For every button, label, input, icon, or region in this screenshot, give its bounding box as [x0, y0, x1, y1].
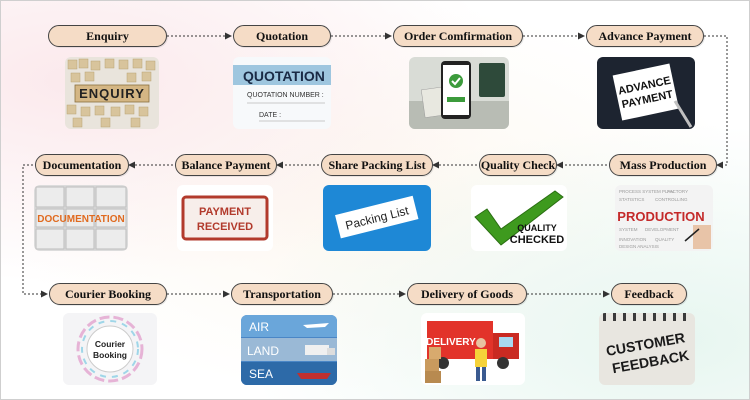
step-transportation-label: Transportation — [231, 283, 333, 305]
courier-line-2: Booking — [93, 350, 127, 360]
payment-line-1: PAYMENT — [199, 206, 251, 218]
production-word: PRODUCTION — [617, 209, 704, 224]
arrow-documentation-to-courier — [22, 164, 48, 298]
step-enquiry-label: Enquiry — [48, 25, 167, 47]
step-mass-production-label: Mass Production — [609, 154, 717, 176]
quality-checked-image: QUALITY CHECKED — [471, 185, 567, 251]
svg-text:PROCESS SYSTEM PLAN: PROCESS SYSTEM PLAN — [619, 189, 674, 194]
air-word: AIR — [249, 320, 269, 334]
courier-booking-image: Courier Booking — [63, 313, 157, 385]
step-quotation-label: Quotation — [233, 25, 331, 47]
svg-text:INNOVATION: INNOVATION — [619, 237, 646, 242]
svg-text:FACTORY: FACTORY — [667, 189, 688, 194]
svg-text:STATISTICS: STATISTICS — [619, 197, 644, 202]
payment-line-2: RECEIVED — [197, 221, 253, 233]
quotation-image: QUOTATION QUOTATION NUMBER : DATE : — [233, 57, 331, 129]
delivery-image: DELIVERY — [421, 313, 525, 385]
documentation-image: DOCUMENTATION — [34, 185, 128, 251]
quality-line-1: QUALITY — [517, 223, 557, 233]
quotation-number: QUOTATION NUMBER : — [247, 92, 324, 99]
advance-payment-image: ADVANCE PAYMENT — [597, 57, 695, 129]
step-courier-booking-label: Courier Booking — [49, 283, 167, 305]
step-documentation-label: Documentation — [35, 154, 129, 176]
customer-feedback-image: CUSTOMER FEEDBACK — [599, 313, 695, 385]
step-advance-payment-label: Advance Payment — [586, 25, 704, 47]
svg-text:SYSTEM: SYSTEM — [619, 227, 638, 232]
arrow-advance-to-production — [704, 35, 728, 169]
land-word: LAND — [247, 344, 279, 358]
enquiry-image: ENQUIRY — [65, 57, 159, 129]
transportation-image: AIR LAND SEA — [241, 315, 337, 385]
payment-received-image: PAYMENT RECEIVED — [177, 185, 273, 251]
courier-line-1: Courier — [95, 339, 126, 349]
step-order-confirmation-label: Order Comfirmation — [393, 25, 523, 47]
documentation-word: DOCUMENTATION — [37, 214, 124, 225]
quality-line-2: CHECKED — [510, 234, 564, 246]
svg-text:DESIGN ANALYSIS: DESIGN ANALYSIS — [619, 244, 659, 249]
step-quality-check-label: Quality Check — [479, 154, 557, 176]
order-confirmation-image — [409, 57, 509, 129]
delivery-word: DELIVERY — [426, 337, 476, 348]
quotation-title: QUOTATION — [243, 68, 325, 84]
enquiry-word: ENQUIRY — [79, 86, 145, 101]
svg-text:DEVELOPMENT: DEVELOPMENT — [645, 227, 679, 232]
step-share-packing-list-label: Share Packing List — [321, 154, 433, 176]
step-balance-payment-label: Balance Payment — [175, 154, 277, 176]
quotation-date: DATE : — [259, 112, 281, 119]
packing-list-image: Packing List — [323, 185, 431, 251]
svg-text:QUALITY: QUALITY — [655, 237, 674, 242]
step-delivery-of-goods-label: Delivery of Goods — [407, 283, 527, 305]
sea-word: SEA — [249, 367, 273, 381]
step-feedback-label: Feedback — [611, 283, 687, 305]
svg-text:CONTROLLING: CONTROLLING — [655, 197, 688, 202]
